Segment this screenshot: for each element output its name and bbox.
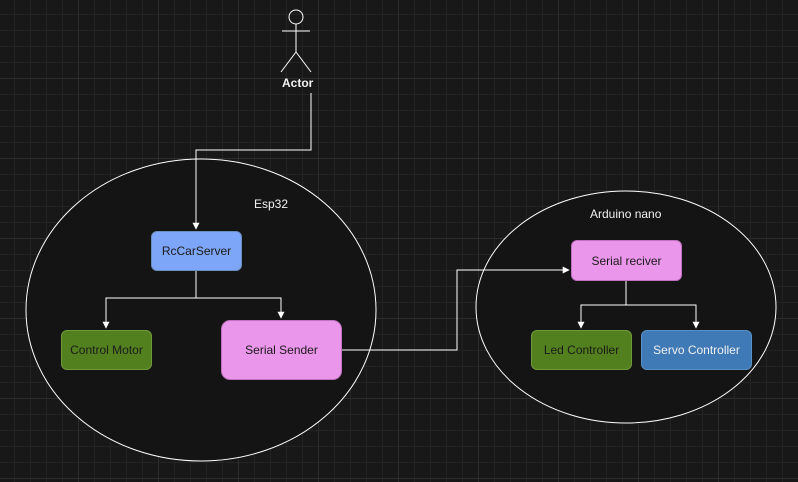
edge-actor-to-rccarserver[interactable] bbox=[192, 93, 312, 230]
actor-label: Actor bbox=[282, 76, 314, 90]
edge-serial-receiver-to-servo-controller[interactable] bbox=[626, 304, 700, 329]
serial-sender-node[interactable]: Serial Sender bbox=[221, 320, 342, 380]
servo-controller-node[interactable]: Servo Controller bbox=[641, 330, 752, 370]
led-controller-node[interactable]: Led Controller bbox=[531, 330, 632, 370]
esp32-group-label: Esp32 bbox=[254, 197, 289, 211]
rccarserver-node[interactable]: RcCarServer bbox=[151, 231, 242, 271]
esp32-group-ellipse[interactable] bbox=[25, 158, 377, 462]
actor-stick-figure[interactable] bbox=[280, 9, 312, 73]
arduino-group-ellipse[interactable] bbox=[475, 190, 777, 424]
arduino-group-label: Arduino nano bbox=[590, 207, 662, 221]
edge-serial-sender-to-serial-receiver[interactable] bbox=[342, 266, 570, 351]
edge-serial-receiver-to-led-controller[interactable] bbox=[577, 281, 627, 329]
edge-rccarserver-to-serial-sender[interactable] bbox=[196, 297, 285, 319]
edge-rccarserver-to-control-motor[interactable] bbox=[102, 271, 197, 329]
control-motor-node[interactable]: Control Motor bbox=[61, 330, 152, 370]
serial-receiver-node[interactable]: Serial reciver bbox=[571, 240, 682, 281]
